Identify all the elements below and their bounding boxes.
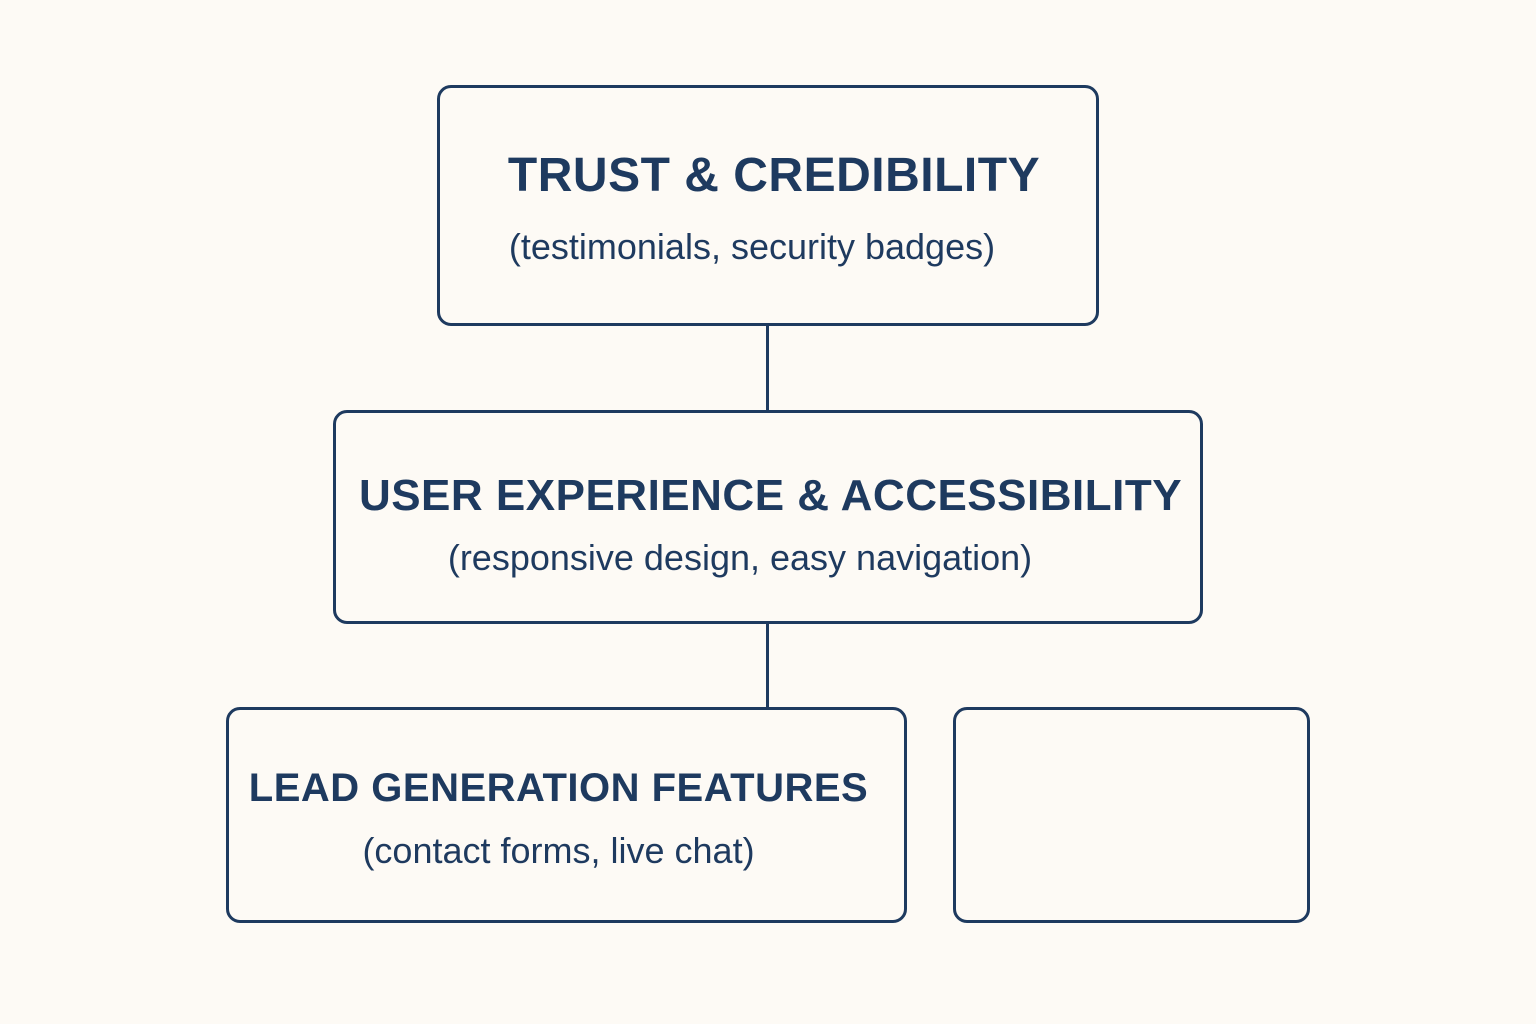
node-subtitle: (responsive design, easy navigation) xyxy=(447,537,1033,578)
node-title: TRUST & CREDIBILITY xyxy=(507,149,1041,202)
node-title: LEAD GENERATION FEATURES xyxy=(248,766,869,810)
node-user-experience-accessibility: USER EXPERIENCE & ACCESSIBILITY (respons… xyxy=(333,410,1203,624)
node-title: USER EXPERIENCE & ACCESSIBILITY xyxy=(358,471,1183,520)
node-empty xyxy=(953,707,1310,923)
node-subtitle: (contact forms, live chat) xyxy=(362,830,755,871)
node-trust-credibility: TRUST & CREDIBILITY (testimonials, secur… xyxy=(437,85,1099,326)
connector-ux-to-lead xyxy=(766,624,769,707)
node-subtitle: (testimonials, security badges) xyxy=(508,226,996,267)
node-lead-generation-features: LEAD GENERATION FEATURES (contact forms,… xyxy=(226,707,907,923)
connector-trust-to-ux xyxy=(766,326,769,410)
